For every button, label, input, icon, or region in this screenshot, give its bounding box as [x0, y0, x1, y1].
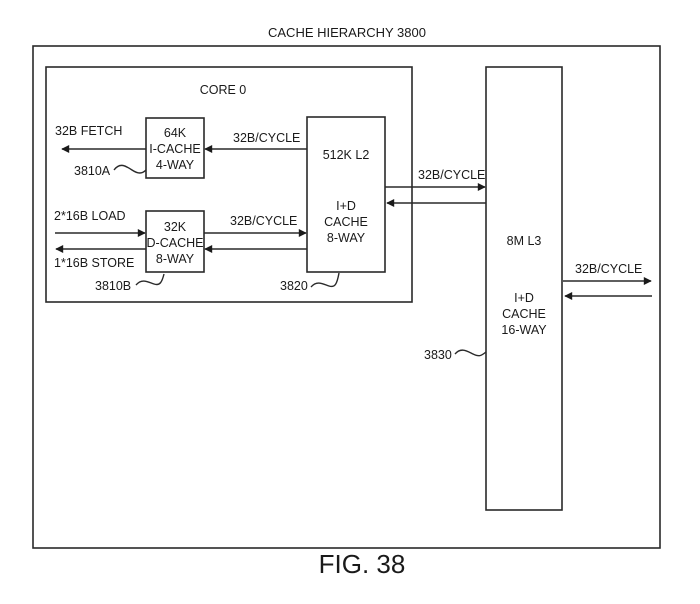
l3-type: CACHE — [502, 307, 546, 321]
icache-ref: 3810A — [74, 164, 111, 178]
l3-scope: I+D — [514, 291, 534, 305]
dcache-l2-bandwidth: 32B/CYCLE — [230, 214, 297, 228]
load-label: 2*16B LOAD — [54, 209, 126, 223]
dcache-size: 32K — [164, 220, 187, 234]
icache-block: 64K I-CACHE 4-WAY — [145, 117, 205, 179]
l2-type: CACHE — [324, 215, 368, 229]
l3-ref: 3830 — [424, 348, 452, 362]
l3-assoc: 16-WAY — [501, 323, 547, 337]
cache-hierarchy-box — [32, 45, 661, 549]
core-label: CORE 0 — [200, 83, 247, 97]
icache-size: 64K — [164, 126, 187, 140]
l2-size: 512K L2 — [323, 148, 370, 162]
icache-box — [145, 117, 205, 179]
icache-type: I-CACHE — [149, 142, 200, 156]
l2-assoc: 8-WAY — [327, 231, 366, 245]
l3-size: 8M L3 — [507, 234, 542, 248]
l2-block: 512K L2 I+D CACHE 8-WAY — [306, 116, 386, 273]
l3-external-bandwidth: 32B/CYCLE — [575, 262, 642, 276]
l3-box — [485, 66, 563, 511]
l2-l3-bandwidth: 32B/CYCLE — [418, 168, 485, 182]
l3-block: 8M L3 I+D CACHE 16-WAY — [485, 66, 563, 511]
l2-icache-bandwidth: 32B/CYCLE — [233, 131, 300, 145]
dcache-ref-leader — [135, 273, 165, 286]
diagram-title: CACHE HIERARCHY 3800 — [268, 25, 426, 40]
dcache-box — [145, 210, 205, 273]
icache-assoc: 4-WAY — [156, 158, 195, 172]
l2-ref: 3820 — [280, 279, 308, 293]
dcache-block: 32K D-CACHE 8-WAY — [145, 210, 205, 273]
core-0-box — [45, 66, 413, 303]
dcache-assoc: 8-WAY — [156, 252, 195, 266]
l2-box — [306, 116, 386, 273]
icache-ref-leader — [113, 164, 147, 174]
dcache-type: D-CACHE — [147, 236, 204, 250]
l2-scope: I+D — [336, 199, 356, 213]
l2-ref-leader — [310, 272, 340, 288]
store-label: 1*16B STORE — [54, 256, 134, 270]
figure-caption: FIG. 38 — [319, 549, 406, 579]
fetch-label: 32B FETCH — [55, 124, 122, 138]
dcache-ref: 3810B — [95, 279, 131, 293]
l3-ref-leader — [454, 349, 487, 357]
